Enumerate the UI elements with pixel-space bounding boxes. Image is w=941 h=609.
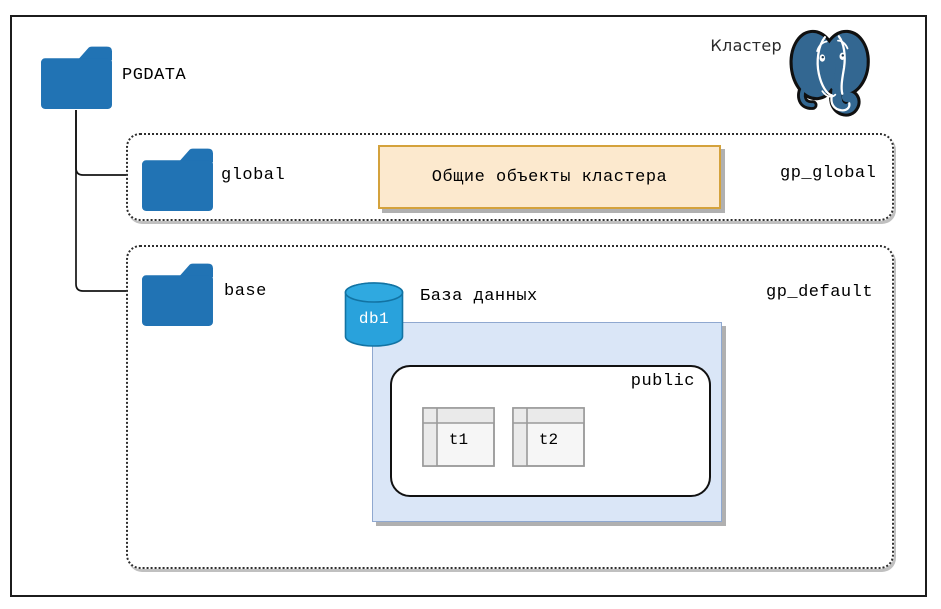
global-folder-label: global xyxy=(221,166,286,185)
cluster-caption: Кластер xyxy=(710,36,782,55)
cluster-objects-note-text: Общие объекты кластера xyxy=(431,167,668,187)
database-name-label: db1 xyxy=(358,310,390,328)
base-folder-icon xyxy=(142,263,213,326)
database-cylinder-icon xyxy=(344,282,404,347)
base-folder-label: base xyxy=(224,282,267,301)
schema-name-label: public xyxy=(630,372,695,391)
table-t2-label: t2 xyxy=(538,431,559,449)
cluster-objects-note: Общие объекты кластера xyxy=(378,145,721,209)
pgdata-folder-icon xyxy=(41,46,112,109)
table-t1-label: t1 xyxy=(448,431,469,449)
pgdata-label: PGDATA xyxy=(122,66,187,85)
gp-default-label: gp_default xyxy=(766,283,874,302)
database-caption: База данных xyxy=(420,287,538,306)
postgresql-elephant-icon xyxy=(789,29,870,117)
global-folder-icon xyxy=(142,148,213,211)
gp-global-label: gp_global xyxy=(780,164,877,183)
table-icon-t1 xyxy=(422,407,495,467)
table-icon-t2 xyxy=(512,407,585,467)
